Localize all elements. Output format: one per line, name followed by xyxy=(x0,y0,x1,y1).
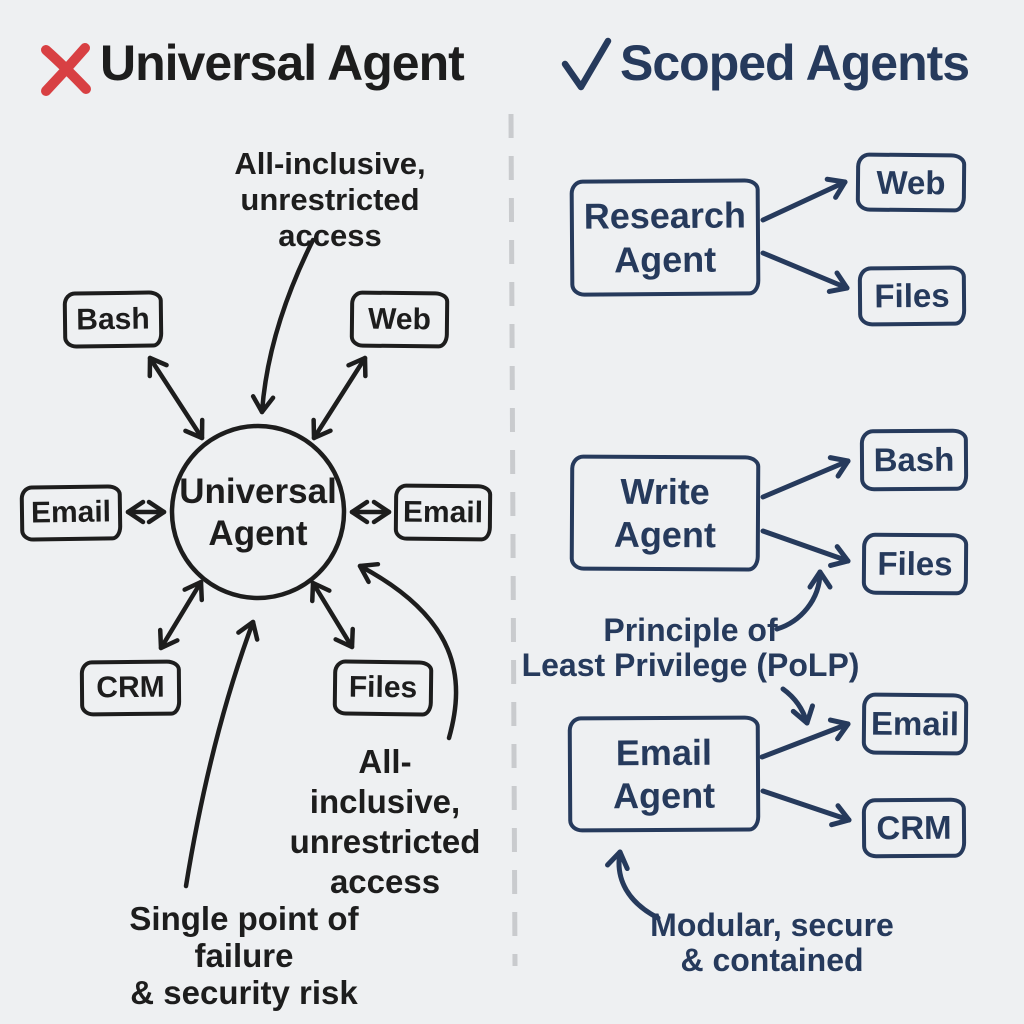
agent-box-write: Write Agent xyxy=(569,454,761,572)
tool-box-label: Bash xyxy=(76,302,150,336)
node-label-line: Universal xyxy=(179,472,337,512)
tool-box-crm-right: CRM xyxy=(861,797,967,859)
left-panel-title: Universal Agent xyxy=(100,35,465,91)
arrow-write-to-files xyxy=(760,528,851,568)
annotation-line: unrestricted access xyxy=(240,182,420,253)
annotation-line: Least Privilege (PoLP) xyxy=(521,647,860,683)
annotation-line: access xyxy=(329,863,441,900)
annotation-line: Modular, secure xyxy=(650,907,894,943)
arrow-universal-web xyxy=(311,355,368,441)
annotation-modular: Modular, secure & contained xyxy=(647,908,897,978)
arrow-footer-to-circle xyxy=(183,619,260,889)
arrow-annotation-top-to-circle xyxy=(250,237,316,415)
check-icon xyxy=(561,37,612,91)
agent-label-line: Email xyxy=(615,731,713,774)
arrow-write-to-bash xyxy=(760,455,851,500)
agent-label-line: Write xyxy=(620,470,710,513)
arrow-universal-crm xyxy=(157,579,205,651)
tool-box-label: Files xyxy=(348,670,418,705)
node-label-line: Agent xyxy=(208,513,308,553)
annotation-line: All-inclusive, xyxy=(234,146,426,181)
annotation-line: Single point of failure xyxy=(129,900,359,974)
tool-box-files-left: Files xyxy=(332,659,434,717)
tool-box-label: Email xyxy=(402,495,484,529)
arrow-universal-files xyxy=(310,580,355,650)
universal-agent-node-label: Universal Agent xyxy=(176,470,340,555)
tool-box-bash-right: Bash xyxy=(859,428,969,492)
arrow-research-to-files xyxy=(760,250,850,294)
tool-box-email-left: Email xyxy=(19,484,123,542)
agent-box-research: Research Agent xyxy=(569,178,761,297)
tool-box-label: Email xyxy=(30,495,112,530)
annotation-polp: Principle of Least Privilege (PoLP) xyxy=(518,613,863,683)
agent-label-line: Agent xyxy=(614,238,717,280)
arrow-polp-to-email xyxy=(780,686,815,726)
arrow-email-agent-to-email xyxy=(759,717,851,760)
tool-box-label: Web xyxy=(367,302,432,336)
tool-box-files-write: Files xyxy=(861,532,969,596)
annotation-single-point-of-failure: Single point of failure & security risk xyxy=(83,900,405,1011)
arrow-polp-to-files xyxy=(774,569,833,632)
tool-box-files-research: Files xyxy=(857,265,967,327)
arrow-universal-bash xyxy=(147,355,205,441)
agent-label-line: Agent xyxy=(613,774,716,817)
tool-box-label: CRM xyxy=(876,808,952,847)
annotation-line: & contained xyxy=(680,942,864,978)
tool-box-web-left: Web xyxy=(349,290,450,349)
annotation-unrestricted-bottom: All-inclusive, unrestricted access xyxy=(285,742,485,902)
tool-box-email-right: Email xyxy=(393,483,493,542)
tool-box-label: Bash xyxy=(873,440,955,479)
tool-box-label: Files xyxy=(877,544,953,583)
annotation-line: unrestricted xyxy=(289,823,481,860)
agent-box-email: Email Agent xyxy=(567,715,761,833)
tool-box-label: CRM xyxy=(96,670,165,705)
tool-box-label: Web xyxy=(876,163,946,201)
annotation-line: Principle of xyxy=(603,612,778,648)
arrow-email-agent-to-crm xyxy=(760,788,852,828)
arrow-research-to-web xyxy=(760,176,848,223)
arrow-annotation-bottom-to-circle xyxy=(357,561,459,741)
agent-label-line: Agent xyxy=(613,513,716,556)
tool-box-email-agent: Email xyxy=(861,692,969,756)
x-icon xyxy=(41,43,91,96)
tool-box-label: Files xyxy=(874,276,950,315)
annotation-line: & security risk xyxy=(130,974,358,1011)
right-panel-title: Scoped Agents xyxy=(620,35,970,91)
annotation-unrestricted-top: All-inclusive, unrestricted access xyxy=(190,146,470,254)
tool-box-web-right: Web xyxy=(855,152,967,213)
panel-divider-dashed-line xyxy=(508,113,518,967)
universal-agent-circle xyxy=(169,423,347,601)
arrow-modular-to-email-agent xyxy=(605,849,661,921)
annotation-line: All-inclusive, xyxy=(309,743,461,820)
tool-box-label: Email xyxy=(870,704,960,743)
tool-box-bash-left: Bash xyxy=(62,290,164,349)
tool-box-crm-left: CRM xyxy=(79,659,182,717)
agent-label-line: Research xyxy=(583,194,747,237)
